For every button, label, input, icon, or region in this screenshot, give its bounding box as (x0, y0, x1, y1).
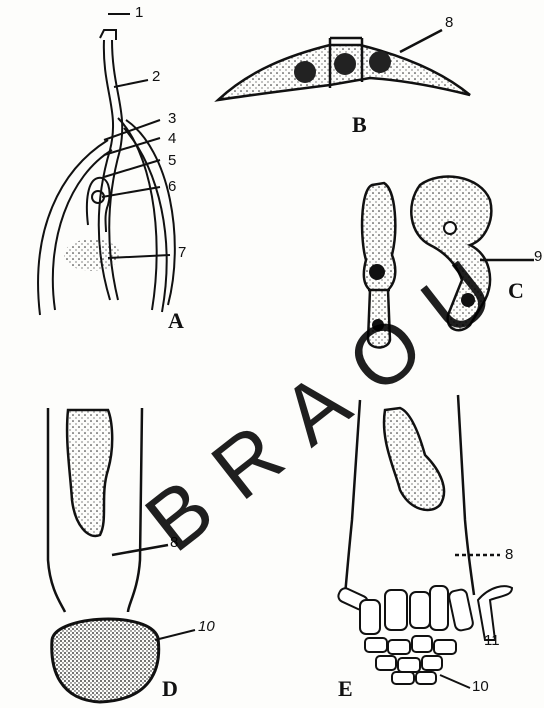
label-7: 7 (178, 244, 186, 261)
panel-label-b: B (352, 112, 367, 138)
panel-label-c: C (508, 278, 524, 304)
panel-a-ovule (38, 14, 175, 315)
panel-b-spindle-cell (218, 30, 470, 100)
panel-label-a: A (168, 308, 184, 334)
panel-e-tube (345, 395, 500, 595)
label-6: 6 (168, 178, 176, 195)
label-9: 9 (534, 248, 542, 265)
label-4: 4 (168, 130, 176, 147)
antipodal-cells (64, 239, 120, 271)
panel-label-d: D (162, 676, 178, 702)
label-10-e: 10 (472, 678, 489, 695)
label-1: 1 (135, 4, 143, 21)
label-3: 3 (168, 110, 176, 127)
label-2: 2 (152, 68, 160, 85)
label-10-d: 10 (198, 618, 215, 635)
panel-c-cells (362, 177, 534, 348)
label-8-e: 8 (505, 546, 513, 563)
panel-d-tube (48, 408, 168, 612)
panel-label-e: E (338, 676, 353, 702)
label-5: 5 (168, 152, 176, 169)
label-11: 11 (484, 632, 500, 649)
label-8-b: 8 (445, 14, 453, 31)
label-8-d: 8 (170, 534, 178, 551)
